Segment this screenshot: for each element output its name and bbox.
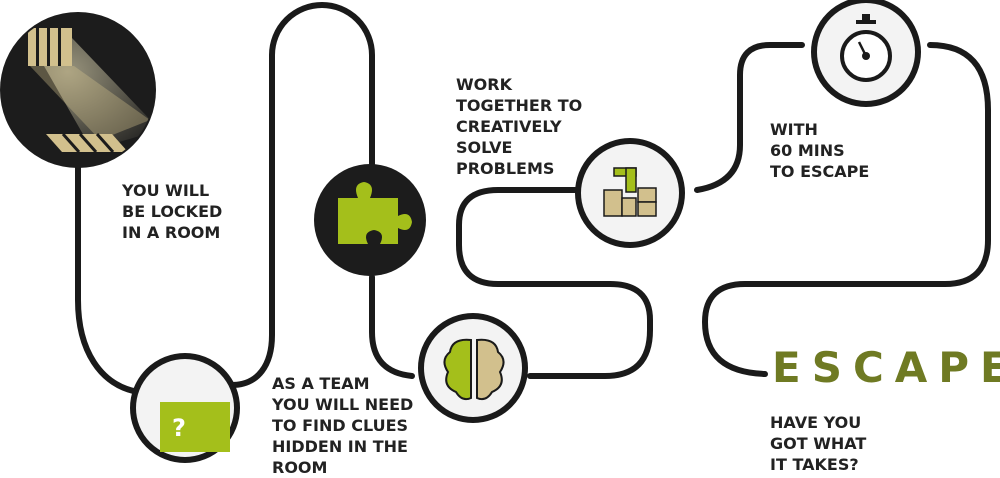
step-locked-caption: YOU WILL BE LOCKED IN A ROOM xyxy=(122,181,223,242)
got-what-it-takes-caption: HAVE YOU GOT WHAT IT TAKES? xyxy=(770,413,867,474)
journey-path xyxy=(75,2,991,395)
question-glyph: ? xyxy=(172,414,186,442)
tetris-blocks-icon xyxy=(575,138,685,248)
step-work-together-caption: WORK TOGETHER TO CREATIVELY SOLVE PROBLE… xyxy=(456,75,583,178)
stopwatch-icon xyxy=(811,0,921,107)
brain-icon xyxy=(418,313,528,423)
prison-window-icon xyxy=(0,12,156,168)
escape-heading: ESCAPE xyxy=(772,343,1000,392)
step-find-clues-caption: AS A TEAM YOU WILL NEED TO FIND CLUES HI… xyxy=(272,374,414,477)
question-mark-icon: ? xyxy=(130,353,240,463)
puzzle-piece-icon xyxy=(314,164,426,276)
step-sixty-mins-caption: WITH 60 MINS TO ESCAPE xyxy=(770,120,870,181)
